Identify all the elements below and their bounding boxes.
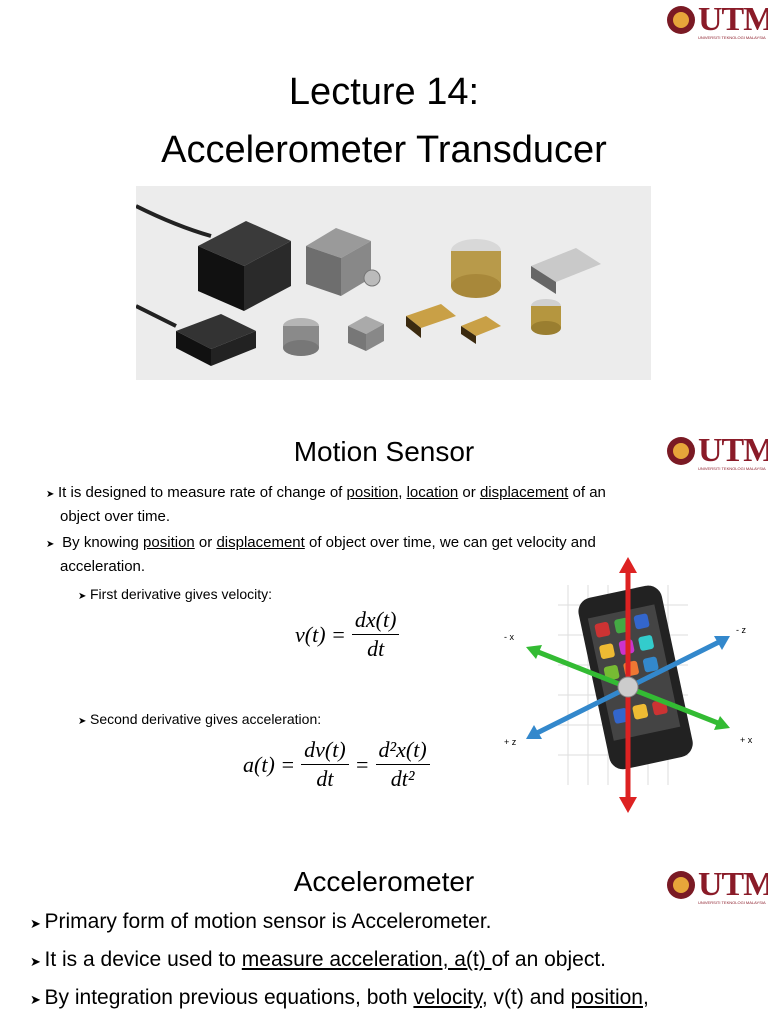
utm-logo-text: UTM	[698, 1, 768, 38]
axis-label-neg-z: - z	[736, 625, 746, 635]
arrow-bullet-icon: ➤	[30, 954, 45, 969]
text: of object over time, we can get velocity…	[304, 534, 596, 551]
term-location: location	[406, 484, 459, 501]
equals-sign: =	[354, 751, 370, 777]
denominator: dt	[316, 766, 334, 791]
utm-seal-icon	[667, 6, 695, 34]
section-title: Accelerometer	[293, 866, 475, 897]
lecture-title-line1: Lecture 14:	[288, 71, 480, 113]
section-title: Motion Sensor	[293, 436, 475, 467]
term-velocity: velocity	[413, 986, 482, 1009]
text: By integration previous equations, both	[44, 986, 414, 1009]
phone-axes-diagram: - x - z + z + x	[504, 557, 753, 813]
bullet-integration: ➤ By integration previous equations, bot…	[30, 982, 649, 1016]
term-position: position	[570, 986, 643, 1009]
term-measure-acceleration: measure acceleration, a(t)	[241, 948, 492, 971]
denominator: dt²	[390, 766, 415, 791]
slide-2: UTM UNIVERSITI TEKNOLOGI MALAYSIA Motion…	[0, 410, 768, 830]
numerator: dv(t)	[301, 736, 349, 765]
text: of an object.	[491, 948, 606, 971]
utm-seal-icon	[667, 437, 695, 465]
utm-logo-subtitle: UNIVERSITI TEKNOLOGI MALAYSIA	[698, 900, 766, 905]
numerator: d²x(t)	[375, 736, 430, 765]
text: or	[458, 484, 480, 501]
slide-3: UTM UNIVERSITI TEKNOLOGI MALAYSIA Accele…	[0, 840, 768, 1024]
axis-label-pos-z: + z	[504, 737, 517, 747]
text: Second derivative gives acceleration:	[90, 711, 322, 727]
text: ,	[398, 484, 407, 501]
utm-logo: UTM UNIVERSITI TEKNOLOGI MALAYSIA	[667, 866, 768, 905]
text: object over time.	[60, 508, 171, 525]
axis-label-pos-x: + x	[740, 735, 753, 745]
eq-lhs: v(t) =	[295, 621, 346, 647]
utm-logo-subtitle: UNIVERSITI TEKNOLOGI MALAYSIA	[698, 466, 766, 471]
numerator: dx(t)	[351, 606, 400, 635]
fraction: dx(t)dt	[351, 606, 400, 663]
arrow-bullet-icon: ➤	[30, 992, 45, 1007]
sub-bullet-velocity: ➤First derivative gives velocity:	[78, 583, 272, 608]
term-displacement: displacement	[216, 534, 305, 551]
sub-bullet-acceleration: ➤Second derivative gives acceleration:	[78, 708, 321, 733]
term-displacement: displacement	[479, 484, 569, 501]
fraction: dv(t)dt	[301, 736, 349, 793]
term-position: position	[143, 534, 195, 551]
bullet-primary-form: ➤ Primary form of motion sensor is Accel…	[30, 906, 492, 940]
arrow-bullet-icon: ➤	[46, 539, 55, 550]
slide-1: UTM UNIVERSITI TEKNOLOGI MALAYSIA Lectur…	[0, 0, 768, 400]
text: , v(t) and	[481, 986, 571, 1009]
utm-logo-text: UTM	[698, 866, 768, 903]
text: First derivative gives velocity:	[90, 586, 273, 602]
text: Primary form of motion sensor is Acceler…	[44, 910, 492, 933]
arrow-bullet-icon: ➤	[78, 716, 87, 727]
term-position: position	[346, 484, 399, 501]
text: of an	[568, 484, 606, 501]
bullet-device: ➤ It is a device used to measure acceler…	[30, 944, 606, 978]
arrow-bullet-icon: ➤	[46, 489, 55, 500]
utm-seal-icon	[667, 871, 695, 899]
arrow-bullet-icon: ➤	[78, 591, 87, 602]
text: ,	[642, 986, 649, 1009]
bullet-knowing: ➤ By knowing position or displacement of…	[46, 532, 736, 578]
text: It is designed to measure rate of change…	[58, 484, 347, 501]
bullet-measure: ➤It is designed to measure rate of chang…	[46, 482, 736, 528]
acceleration-equation: a(t) = dv(t)dt = d²x(t)dt²	[243, 736, 436, 793]
utm-logo-text: UTM	[698, 432, 768, 469]
axis-label-neg-x: - x	[504, 632, 514, 642]
lecture-title-line2: Accelerometer Transducer	[161, 129, 607, 171]
velocity-equation: v(t) = dx(t)dt	[295, 606, 405, 663]
utm-logo: UTM UNIVERSITI TEKNOLOGI MALAYSIA	[667, 432, 768, 471]
text: or	[194, 534, 217, 551]
arrow-bullet-icon: ➤	[30, 916, 45, 931]
fraction: d²x(t)dt²	[375, 736, 430, 793]
eq-lhs: a(t) =	[243, 751, 296, 777]
text: acceleration.	[60, 558, 146, 575]
denominator: dt	[367, 636, 385, 661]
text: It is a device used to	[44, 948, 242, 971]
accelerometer-products-photo	[136, 186, 651, 380]
utm-logo: UTM UNIVERSITI TEKNOLOGI MALAYSIA	[667, 1, 768, 40]
utm-logo-subtitle: UNIVERSITI TEKNOLOGI MALAYSIA	[698, 35, 766, 40]
text: By knowing	[58, 534, 144, 551]
